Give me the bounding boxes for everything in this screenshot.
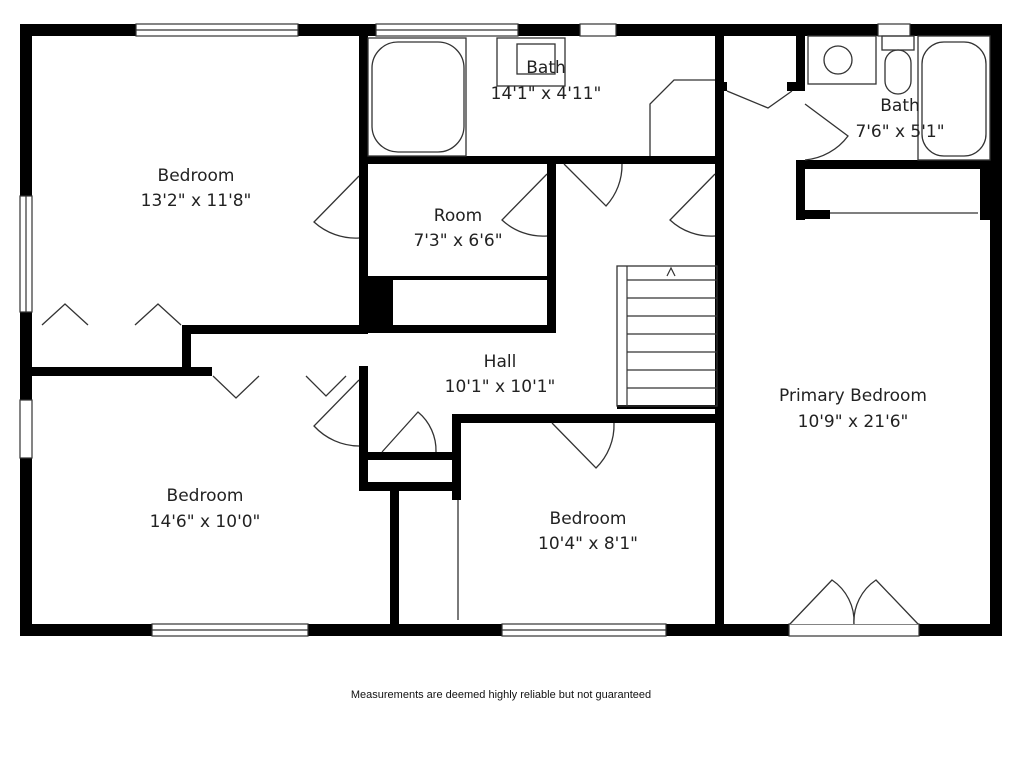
room-name: Bedroom: [158, 166, 235, 186]
disclaimer: Measurements are deemed highly reliable …: [350, 689, 652, 701]
room-name: Bedroom: [550, 509, 627, 529]
room-name: Bedroom: [167, 486, 244, 506]
room-name: Primary Bedroom: [779, 386, 927, 406]
doors: [41, 90, 978, 625]
room-dimensions: 14'1" x 4'11": [491, 84, 602, 104]
room-dimensions: 7'6" x 5'1": [855, 122, 944, 142]
room-dimensions: 10'1" x 10'1": [445, 377, 556, 397]
room-name: Bath: [880, 96, 920, 116]
room-name: Room: [434, 206, 482, 226]
room-labels: Bedroom 13'2" x 11'8" Bath 14'1" x 4'11"…: [141, 58, 945, 554]
room-dimensions: 14'6" x 10'0": [150, 512, 261, 532]
stair-treads: [626, 266, 717, 406]
room-dimensions: 7'3" x 6'6": [413, 231, 502, 251]
interior-walls: [26, 30, 996, 630]
room-name: Bath: [526, 58, 566, 78]
room-dimensions: 10'4" x 8'1": [538, 534, 638, 554]
windows: [19, 23, 920, 637]
fixtures: [367, 35, 991, 407]
room-dimensions: 10'9" x 21'6": [798, 412, 909, 432]
room-name: Hall: [484, 352, 517, 372]
room-dimensions: 13'2" x 11'8": [141, 191, 252, 211]
